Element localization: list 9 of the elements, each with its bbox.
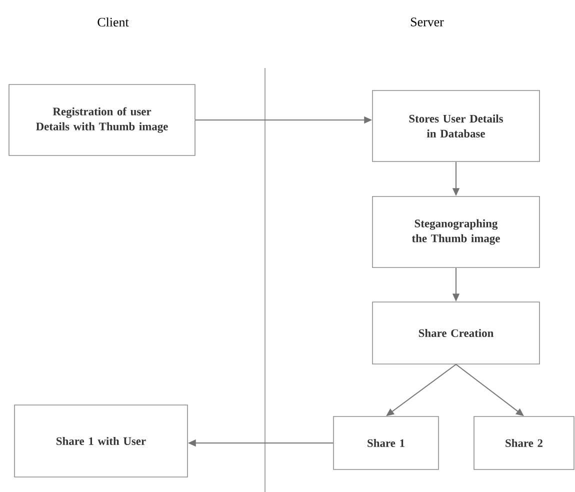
process-box: Steganographing the Thumb image xyxy=(372,196,540,268)
process-box: Stores User Details in Database xyxy=(372,90,540,162)
process-box: Share 1 xyxy=(333,416,439,470)
process-box: Share Creation xyxy=(372,302,540,364)
lane-heading: Server xyxy=(410,18,444,26)
lane-heading: Client xyxy=(98,17,129,27)
process-box: Share 1 with User xyxy=(14,404,188,478)
process-box: Registration of user Details with Thumb image xyxy=(8,84,196,156)
process-box: Share 2 xyxy=(474,416,574,470)
